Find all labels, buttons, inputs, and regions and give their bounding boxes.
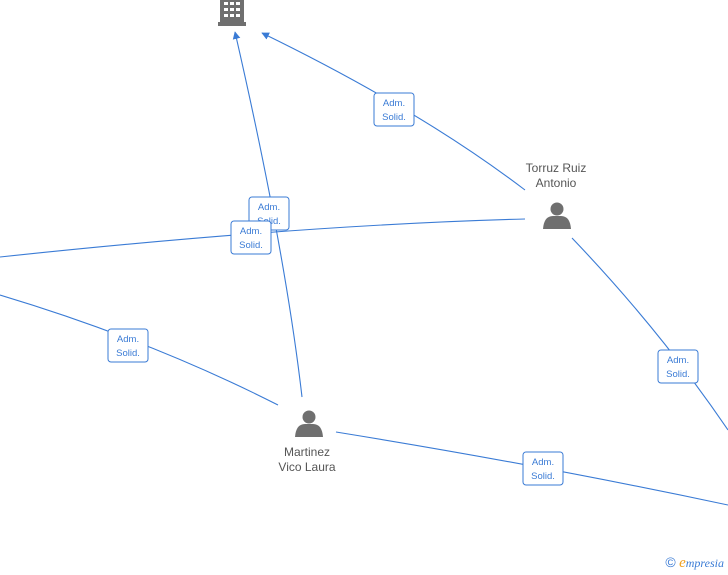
footer-brand: © empresia: [665, 554, 724, 572]
building-icon[interactable]: [218, 0, 246, 26]
edge-label-line2: Solid.: [666, 369, 690, 380]
node-label-torruz-line2: Antonio: [536, 176, 577, 190]
edge-torruz-to-left: [0, 218, 526, 258]
edge-label-torruz-left[interactable]: Adm. Solid.: [230, 220, 272, 255]
node-label-torruz-line1: Torruz Ruiz: [526, 161, 587, 175]
edge-torruz-to-right: [571, 237, 728, 431]
edge-label-line1: Adm.: [667, 355, 689, 366]
node-label-martinez-line1: Martinez: [284, 445, 330, 459]
edge-label-torruz-right[interactable]: Adm. Solid.: [657, 349, 699, 384]
edge-label-martinez-right[interactable]: Adm. Solid.: [522, 451, 564, 486]
copyright-symbol: ©: [665, 554, 676, 570]
node-label-martinez-line2: Vico Laura: [278, 460, 335, 474]
brand-logo-initial: e: [679, 555, 686, 571]
edge-label-martinez-left[interactable]: Adm. Solid.: [107, 328, 149, 363]
edge-label-line1: Adm.: [532, 457, 554, 468]
edge-label-line2: Solid.: [116, 348, 140, 359]
person-icon-torruz[interactable]: [543, 202, 571, 230]
edge-label-line2: Solid.: [239, 240, 263, 251]
edge-label-line1: Adm.: [240, 226, 262, 237]
person-icon-martinez[interactable]: [295, 410, 323, 438]
edge-label-torruz-company[interactable]: Adm. Solid.: [373, 92, 415, 127]
brand-logo-text: mpresia: [685, 556, 724, 570]
edge-label-line1: Adm.: [117, 334, 139, 345]
edge-label-line1: Adm.: [258, 202, 280, 213]
edge-label-line1: Adm.: [383, 98, 405, 109]
edge-label-line2: Solid.: [382, 112, 406, 123]
edge-label-line2: Solid.: [531, 471, 555, 482]
